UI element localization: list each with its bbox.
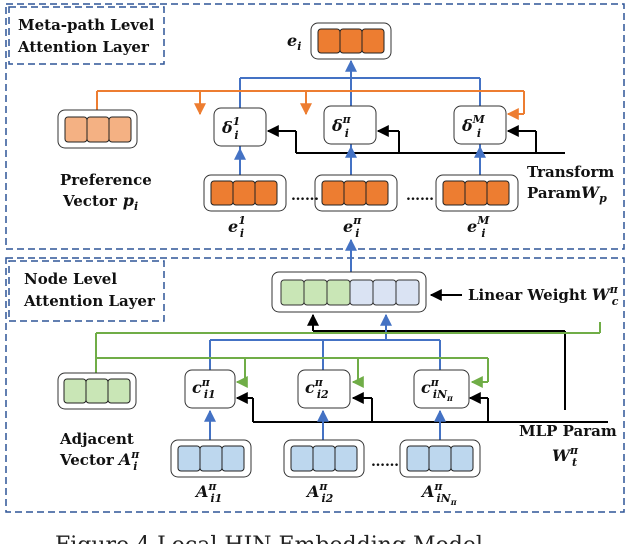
node-layer-title-line2: Attention Layer xyxy=(23,292,156,310)
svg-text:δπi: δπi xyxy=(331,113,352,140)
meta-layer-title-line1: Meta-path Level xyxy=(18,16,155,34)
node-layer-border xyxy=(5,257,625,513)
meta-path-embedding-1 xyxy=(203,174,287,212)
meta-path-embedding-M xyxy=(435,174,519,212)
neighbor-input-1 xyxy=(170,439,252,478)
node-blue-lines xyxy=(204,313,446,440)
meta-title-box xyxy=(8,6,165,65)
mlp-param-label: MLP Param xyxy=(519,422,617,440)
node-ellipsis: …… xyxy=(371,454,399,470)
adjacency-green-lines xyxy=(95,322,601,388)
preference-vector xyxy=(57,109,138,149)
meta-layer-title-line2: Attention Layer xyxy=(17,38,150,56)
preference-lines xyxy=(96,90,525,120)
transform-param-line2: ParamWp xyxy=(527,183,607,205)
figure-caption: Figure 4 Local HIN Embedding Model xyxy=(55,533,483,544)
meta-path-embedding-pi xyxy=(314,174,398,212)
transform-param-line1: Transform xyxy=(527,163,614,181)
meta-layer-border xyxy=(5,3,625,250)
embedding-to-attention-arrows xyxy=(234,145,486,176)
linear-weight-vector xyxy=(271,271,427,313)
svg-text:δMi: δMi xyxy=(461,113,486,140)
adjacent-vector xyxy=(57,372,137,410)
meta-ellipsis-right: …… xyxy=(406,188,434,204)
transform-param-lines xyxy=(266,125,565,154)
preference-label-line1: Preference xyxy=(60,171,152,189)
node-black-lines xyxy=(235,313,608,423)
adjacent-label-line1: Adjacent xyxy=(59,430,134,448)
node-title-box xyxy=(8,260,165,322)
node-layer-title-line1: Node Level xyxy=(24,270,117,288)
svg-text:δ1i: δ1i xyxy=(221,115,240,142)
output-embedding-label: ei xyxy=(287,31,301,53)
neighbor-input-2 xyxy=(283,439,365,478)
output-embedding-vector xyxy=(310,22,392,60)
neighbor-input-N xyxy=(399,439,481,478)
meta-ellipsis-left: …… xyxy=(291,188,319,204)
